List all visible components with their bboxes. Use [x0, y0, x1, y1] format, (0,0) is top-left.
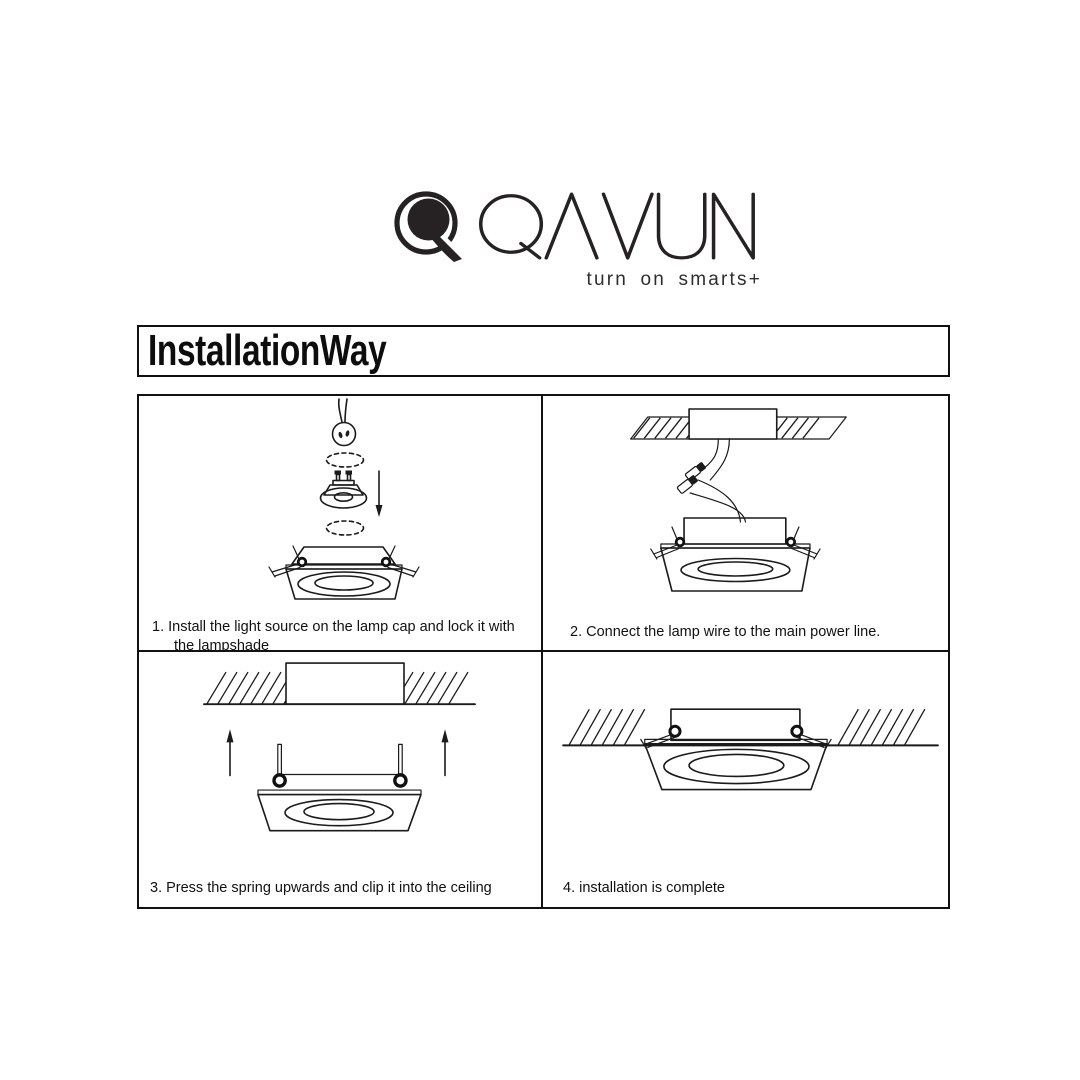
step-2-panel: 2. Connect the lamp wire to the main pow… [543, 396, 948, 652]
step-4-diagram [562, 708, 939, 791]
ceiling-cutaway [562, 708, 939, 747]
main-power-wires [703, 438, 730, 481]
downlight-fixture [640, 708, 832, 791]
lampshade-ring-dashed [325, 520, 365, 536]
wire-connectors [676, 462, 706, 494]
downlight-fixture [257, 743, 422, 832]
ceiling-cutaway [630, 408, 847, 440]
step-2-caption: 2. Connect the lamp wire to the main pow… [570, 623, 881, 640]
step-3-diagram [203, 662, 476, 832]
ceiling-cutaway [203, 662, 476, 706]
brand-tagline: turn on smarts+ [586, 269, 762, 290]
brand-text-block: turn on smarts+ [478, 186, 762, 291]
step-4-caption: 4. installation is complete [563, 879, 725, 896]
insert-down-arrow [375, 470, 383, 517]
brand-wordmark [478, 192, 755, 260]
step-1-diagram [268, 398, 420, 600]
power-wire [337, 398, 348, 423]
installation-steps-grid: 1. Install the light source on the lamp … [137, 394, 950, 909]
spring-clips [650, 536, 821, 560]
up-arrows [226, 729, 449, 777]
brand-q-logo-icon [394, 191, 467, 266]
step-4-panel: 4. installation is complete [543, 652, 948, 907]
page-title: InstallationWay [148, 326, 387, 375]
step-3-panel: 3. Press the spring upwards and clip it … [139, 652, 543, 907]
junction-box [688, 408, 778, 440]
spring-clips [268, 556, 420, 578]
step-1-panel: 1. Install the light source on the lamp … [139, 396, 543, 654]
lamp-cap [331, 421, 357, 447]
light-source-bulb [319, 470, 368, 509]
ceiling-opening [285, 662, 405, 706]
spring-clips [272, 743, 408, 788]
trim-ring-dashed [325, 452, 365, 468]
title-bar: InstallationWay [137, 325, 950, 377]
brand-logo: turn on smarts+ [393, 183, 762, 291]
lamp-wires [689, 479, 747, 523]
downlight-fixture [650, 517, 821, 592]
step-3-caption: 3. Press the spring upwards and clip it … [150, 879, 492, 896]
downlight-fixture [268, 545, 420, 600]
fixture-housing [670, 708, 801, 742]
step-2-diagram [630, 408, 847, 592]
step-1-caption: 1. Install the light source on the lamp … [152, 618, 515, 654]
